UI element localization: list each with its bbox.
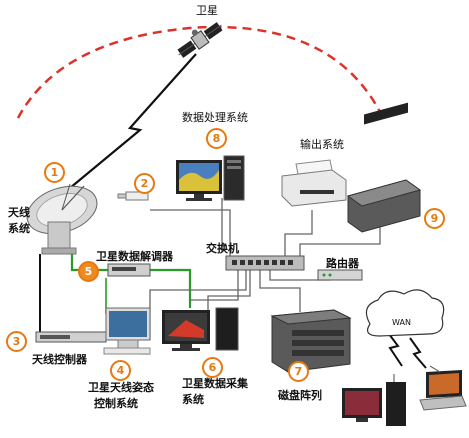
antenna-label-line2: 系统 — [8, 222, 30, 235]
antenna-controller-label: 天线控制器 — [32, 353, 87, 366]
demodulator-label: 卫星数据解调器 — [96, 250, 173, 263]
printer-icon — [281, 159, 347, 207]
antenna-dish-icon — [26, 183, 98, 255]
badge-2: 2 — [134, 173, 155, 194]
workstation-icon — [176, 155, 245, 201]
satellite-orbit-arc — [16, 25, 382, 119]
attitude-pc-icon — [103, 307, 151, 355]
ethernet-lines — [149, 198, 381, 340]
acquisition-label-line2: 系统 — [182, 393, 204, 406]
badge-3: 3 — [6, 331, 27, 352]
wan-label: WAN — [392, 318, 411, 327]
rack-server-icon — [346, 102, 422, 233]
badge-7: 7 — [288, 361, 309, 382]
camera-icon — [117, 191, 149, 201]
wan-bolt-icon-2 — [409, 337, 427, 369]
badge-6: 6 — [202, 357, 223, 378]
router-label: 路由器 — [326, 257, 359, 270]
output-system-label: 输出系统 — [300, 138, 344, 151]
badge-5: 5 — [78, 261, 99, 282]
badge-4: 4 — [110, 360, 131, 381]
attitude-label-line2: 控制系统 — [94, 397, 138, 410]
satellite-label: 卫星 — [196, 4, 218, 17]
wan-bolt-icon — [385, 329, 403, 367]
switch-device-icon — [225, 255, 305, 271]
badge-8: 8 — [206, 128, 227, 149]
wan-cloud-icon — [365, 289, 445, 337]
antenna-controller-device-icon — [35, 331, 107, 343]
attitude-label-line1: 卫星天线姿态 — [88, 381, 154, 394]
satellite-icon — [177, 22, 223, 58]
acquisition-label-line1: 卫星数据采集 — [182, 377, 248, 390]
laptop-icon — [419, 370, 467, 411]
satellite-link-bolt — [69, 53, 197, 189]
remote-pc-icon — [342, 382, 406, 426]
switch-label: 交换机 — [206, 242, 239, 255]
disk-array-label: 磁盘阵列 — [278, 389, 322, 402]
acquisition-workstation-icon — [162, 307, 239, 351]
demodulator-device-icon — [107, 263, 151, 277]
disk-array-icon — [270, 309, 352, 373]
antenna-label-line1: 天线 — [8, 206, 30, 219]
router-device-icon — [317, 269, 363, 281]
data-processing-label: 数据处理系统 — [182, 111, 248, 124]
badge-9: 9 — [424, 208, 445, 229]
badge-1: 1 — [44, 162, 65, 183]
